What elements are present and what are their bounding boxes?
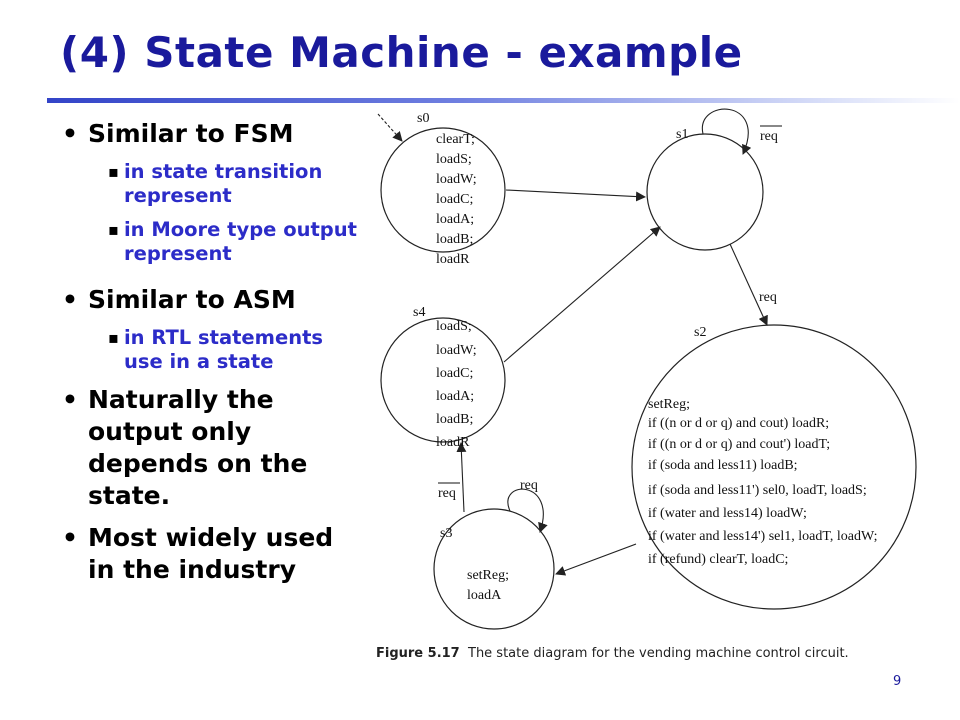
s2-output: if (water and less14') sel1, loadT, load…: [648, 529, 878, 544]
state-s3-circle: [433, 508, 555, 630]
s2-output: if ((n or d or q) and cout') loadT;: [648, 437, 830, 452]
bullet-text: Similar to ASM: [88, 285, 296, 314]
sub-bullet-item: in state transition represent: [108, 160, 358, 208]
sub-bullet-item: in RTL statements use in a state: [108, 326, 358, 374]
label-s3-self-req: req: [520, 478, 538, 493]
sub-bullet-text: in Moore type output represent: [124, 218, 357, 265]
s2-output: if ((n or d or q) and cout) loadR;: [648, 416, 829, 431]
s4-output: loadA;: [436, 389, 474, 404]
figure-caption-text: The state diagram for the vending machin…: [468, 646, 849, 661]
bullet-text: Naturally the output only depends on the…: [88, 385, 308, 510]
self-loop-s3: [507, 488, 548, 533]
state-s4-circle: [380, 317, 506, 443]
state-s4-name: s4: [413, 305, 425, 320]
bullet-text: Most widely used in the industry: [88, 523, 334, 584]
state-s0-circle: [380, 127, 506, 253]
page-number: 9: [893, 674, 902, 689]
transition-s1-s2: [729, 243, 768, 326]
s2-output: if (refund) clearT, loadC;: [648, 552, 788, 567]
bullet-text: Similar to FSM: [88, 119, 294, 148]
state-s3-name: s3: [440, 526, 452, 541]
sub-bullet-text: in state transition represent: [124, 160, 323, 207]
state-s1-name: s1: [676, 127, 688, 142]
state-s2-circle: [631, 324, 917, 610]
label-s1-self-req: req: [760, 129, 778, 144]
transition-s0-s1: [505, 189, 646, 202]
s0-output: loadS;: [436, 152, 472, 167]
transition-s2-s3: [555, 543, 637, 576]
transition-s3-s4: [456, 442, 467, 513]
s2-output: if (soda and less11) loadB;: [648, 458, 798, 473]
state-diagram: s0 s1 s4 s2 s3 req req req req clearT; l…: [377, 108, 917, 630]
s2-output: if (soda and less11') sel0, loadT, loadS…: [648, 483, 867, 498]
s4-output: loadC;: [436, 366, 473, 381]
state-s1-circle: [646, 133, 764, 251]
sub-bullet-text: in RTL statements use in a state: [124, 326, 323, 373]
transition-s4-s1: [503, 226, 661, 363]
initial-arrow: [377, 113, 403, 142]
figure-caption-label: Figure 5.17: [376, 646, 460, 661]
s0-output: clearT;: [436, 132, 475, 147]
bullet-item: Similar to FSM: [58, 118, 358, 150]
s0-output: loadR: [436, 252, 470, 267]
s0-output: loadA;: [436, 212, 474, 227]
figure-caption: Figure 5.17 The state diagram for the ve…: [376, 646, 849, 661]
s4-output: loadR: [436, 435, 470, 450]
slide-title: (4) State Machine - example: [60, 28, 743, 77]
s4-output: loadB;: [436, 412, 473, 427]
s4-output: loadS;: [436, 319, 472, 334]
s0-output: loadB;: [436, 232, 473, 247]
s4-output: loadW;: [436, 343, 477, 358]
s2-output: if (water and less14) loadW;: [648, 506, 807, 521]
bullet-list: Similar to FSM in state transition repre…: [58, 118, 358, 596]
state-s0-name: s0: [417, 111, 429, 126]
s3-output: setReg;: [467, 568, 509, 583]
title-underline: [47, 98, 960, 103]
bullet-item: Naturally the output only depends on the…: [58, 384, 358, 512]
s0-output: loadW;: [436, 172, 477, 187]
bullet-item: Similar to ASM: [58, 284, 358, 316]
bullet-item: Most widely used in the industry: [58, 522, 358, 586]
s0-output: loadC;: [436, 192, 473, 207]
s3-output: loadA: [467, 588, 502, 603]
sub-bullet-item: in Moore type output represent: [108, 218, 358, 266]
s2-output: setReg;: [648, 397, 690, 412]
state-s2-name: s2: [694, 325, 706, 340]
label-s3-s4-req: req: [438, 486, 456, 501]
label-s1-s2-req: req: [759, 290, 777, 305]
self-loop-s1: [701, 108, 752, 155]
